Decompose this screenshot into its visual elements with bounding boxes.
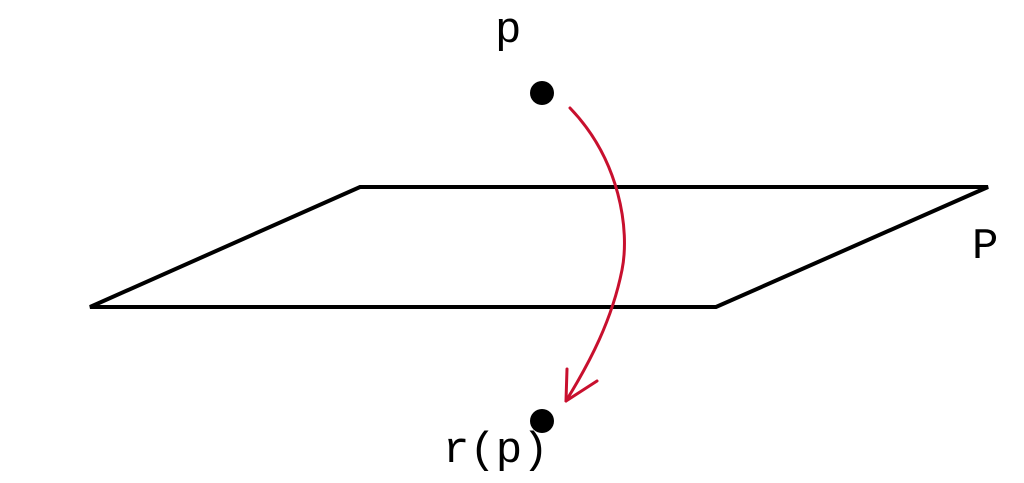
point-reflected [530, 409, 554, 433]
reflection-arrow-curve [564, 106, 626, 403]
plane-label: P [972, 222, 998, 272]
point-p [530, 81, 554, 105]
point-p-label: p [495, 6, 521, 56]
reflection-arrow-head [564, 367, 599, 403]
reflected-point-label: r(p) [443, 426, 549, 476]
plane-parallelogram [89, 185, 989, 309]
